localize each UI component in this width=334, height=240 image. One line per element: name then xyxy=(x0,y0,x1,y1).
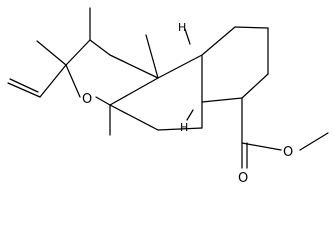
ester-oxygen-label: O xyxy=(283,145,293,160)
bond-o-methyl xyxy=(299,132,329,151)
bond-c3-methyl xyxy=(36,40,67,66)
bond-vinyl-double-2 xyxy=(9,78,39,93)
ring-a-pyran xyxy=(65,39,159,106)
ring-c xyxy=(201,26,269,103)
bond-o-c4a xyxy=(95,96,111,106)
bond-c2-c3 xyxy=(65,39,91,66)
ring-oxygen-label: O xyxy=(82,92,92,107)
bond-c10a-c10b xyxy=(157,54,203,79)
carbonyl-oxygen-label: O xyxy=(238,171,248,185)
bond-c5-c6 xyxy=(157,127,203,131)
bond-c8-c7 xyxy=(241,73,269,99)
ring-b xyxy=(109,54,203,131)
bond-vinyl-double-1 xyxy=(7,82,41,98)
hydrogen-top-label: H xyxy=(178,21,186,34)
atom-labels: O O O H H xyxy=(82,21,293,185)
bond-c10b-methyl xyxy=(145,34,159,79)
bond-c10a-c10 xyxy=(201,26,236,56)
substituents xyxy=(7,7,329,169)
bond-c3-o xyxy=(65,64,81,98)
hash-top xyxy=(184,28,191,45)
bond-c3-vinyl xyxy=(39,64,67,98)
hash-bottom xyxy=(186,109,194,121)
bond-c4a-c5 xyxy=(109,104,159,131)
hydrogen-bottom-label: H xyxy=(180,121,188,134)
stereo-hashes xyxy=(184,28,194,121)
chemical-structure: O O O H H xyxy=(7,7,329,185)
bond-c7-c6a xyxy=(201,97,243,103)
bond-c1-c2 xyxy=(89,39,111,56)
bond-c4a-c10b xyxy=(109,77,159,106)
bond-ester-c-o xyxy=(241,142,282,151)
bond-c10b-c1 xyxy=(109,54,159,79)
bond-c10-c9 xyxy=(234,26,269,29)
